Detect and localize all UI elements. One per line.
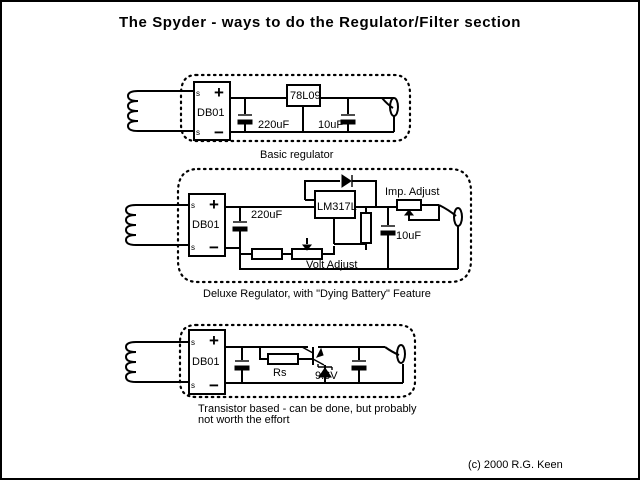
bridge-ac-pin: s xyxy=(191,338,195,347)
transformer-winding-icon xyxy=(126,90,152,132)
cap-in-label: 220uF xyxy=(258,119,289,131)
volt-divider-resistor xyxy=(251,248,283,260)
bridge-minus-terminal: − xyxy=(209,376,219,395)
bridge-ac-pin: s xyxy=(196,128,200,137)
output-jack-icon xyxy=(453,207,463,227)
bridge-plus-terminal: + xyxy=(209,331,219,350)
imp-wiper-arrow-icon xyxy=(403,209,415,216)
regulator-label: 78L09 xyxy=(290,90,321,102)
basic-enclosure-outline xyxy=(179,73,412,143)
cap-in-plate xyxy=(234,365,250,371)
diode-loop-wires xyxy=(304,180,377,207)
bridge-ac-pin: s xyxy=(191,243,195,252)
cap-in-plate xyxy=(232,226,248,232)
volt-adjust-label: Volt Adjust xyxy=(306,259,357,271)
transformer-winding-icon xyxy=(124,204,150,246)
bridge-minus-terminal: − xyxy=(214,123,224,142)
deluxe-regulator-circuit: DB01 s s + − 220uF LM317L 10uF xyxy=(124,167,473,300)
transistor-caption-line-1: Transistor based - can be done, but prob… xyxy=(198,403,417,415)
transistor-emitter-arrow-icon xyxy=(316,347,324,358)
page-title: The Spyder - ways to do the Regulator/Fi… xyxy=(119,14,521,31)
bridge-plus-terminal: + xyxy=(209,195,219,214)
transistor-leads xyxy=(301,346,325,366)
basic-regulator-circuit: DB01 s s + − 220uF 78L09 10uF Basic regu… xyxy=(126,73,412,161)
resistor-leads xyxy=(334,207,367,250)
transistor-caption-line-2: not worth the effort xyxy=(198,414,290,426)
basic-caption: Basic regulator xyxy=(260,149,334,161)
cap-out-label: 10uF xyxy=(318,119,343,131)
regulator-lm317l xyxy=(314,190,356,219)
protection-diode-icon xyxy=(341,174,352,188)
bridge-ac-pin: s xyxy=(191,201,195,210)
jack-wires xyxy=(438,204,459,269)
ac-input-wires xyxy=(150,204,189,246)
output-jack-icon xyxy=(396,344,406,364)
zener-label: 9.6V xyxy=(315,370,338,382)
deluxe-caption: Deluxe Regulator, with "Dying Battery" F… xyxy=(203,288,431,300)
bridge-label: DB01 xyxy=(192,356,220,368)
imp-wiper-wire xyxy=(408,205,440,221)
transistor-enclosure-outline xyxy=(178,323,417,399)
series-resistor-rs xyxy=(267,353,299,365)
bridge-minus-terminal: − xyxy=(209,238,219,257)
cap-in-plate xyxy=(237,119,253,125)
bridge-rectifier xyxy=(188,193,226,257)
cap-out-label: 10uF xyxy=(396,230,421,242)
zener-bar xyxy=(317,364,333,370)
bridge-label: DB01 xyxy=(197,107,225,119)
bridge-plus-terminal: + xyxy=(214,83,224,102)
transformer-winding-icon xyxy=(124,341,150,383)
volt-wiper-arrow-icon xyxy=(301,244,313,251)
cap-out-plate xyxy=(380,230,396,236)
rs-label: Rs xyxy=(273,367,287,379)
zener-diode-icon xyxy=(318,367,332,378)
jack-wires xyxy=(384,346,404,383)
cap-out-plate xyxy=(340,119,356,125)
cap-out-plate xyxy=(351,365,367,371)
bridge-rectifier xyxy=(193,81,231,141)
bridge-ac-pin: s xyxy=(191,381,195,390)
output-set-resistor xyxy=(360,212,372,244)
bridge-ac-pin: s xyxy=(196,89,200,98)
copyright: (c) 2000 R.G. Keen xyxy=(468,459,563,471)
divider-wires xyxy=(240,246,335,255)
ac-input-wires xyxy=(152,90,194,132)
imp-adjust-pot xyxy=(396,199,422,211)
output-jack-icon xyxy=(389,97,399,117)
jack-wires xyxy=(381,97,395,132)
transistor-circuit: DB01 s s + − Rs 9.6V Transistor based - xyxy=(124,323,417,426)
imp-adjust-label: Imp. Adjust xyxy=(385,186,439,198)
deluxe-enclosure-outline xyxy=(176,167,473,284)
cap-in-label: 220uF xyxy=(251,209,282,221)
ac-input-wires xyxy=(150,341,189,383)
rs-wires xyxy=(259,347,314,360)
regulator-label: LM317L xyxy=(317,201,357,213)
bridge-rectifier xyxy=(188,329,226,395)
bridge-label: DB01 xyxy=(192,219,220,231)
